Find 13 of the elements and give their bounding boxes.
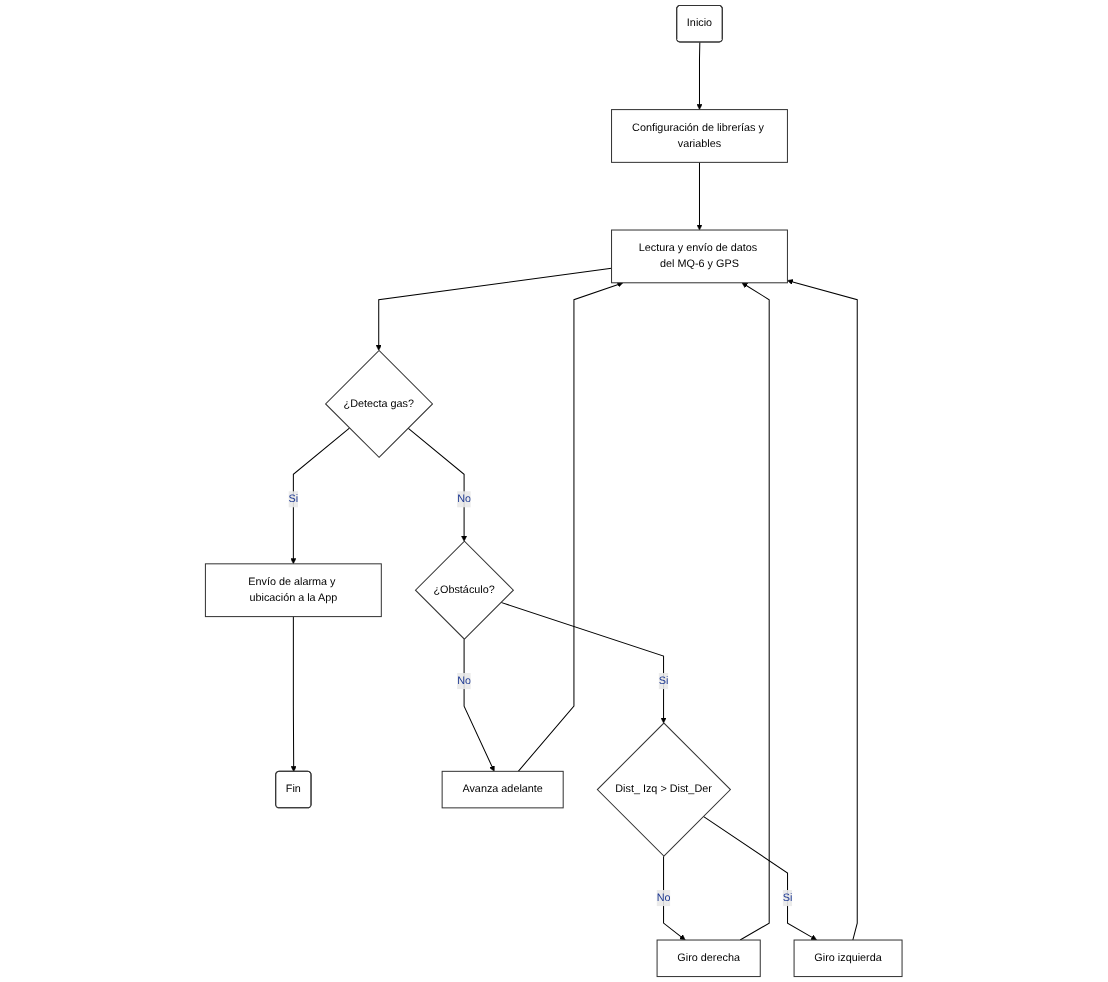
arrow: [663, 855, 686, 941]
arrow: [407, 427, 468, 542]
arrow: [739, 282, 770, 941]
arrow: [696, 161, 703, 231]
arrow: [787, 279, 858, 941]
arrow: [703, 815, 818, 941]
arrow: [518, 281, 624, 772]
arrow: [500, 601, 667, 724]
arrow: [290, 427, 351, 565]
arrow: [290, 616, 297, 772]
arrow: [463, 638, 495, 772]
arrow: [696, 41, 703, 110]
arrow: [376, 267, 613, 351]
